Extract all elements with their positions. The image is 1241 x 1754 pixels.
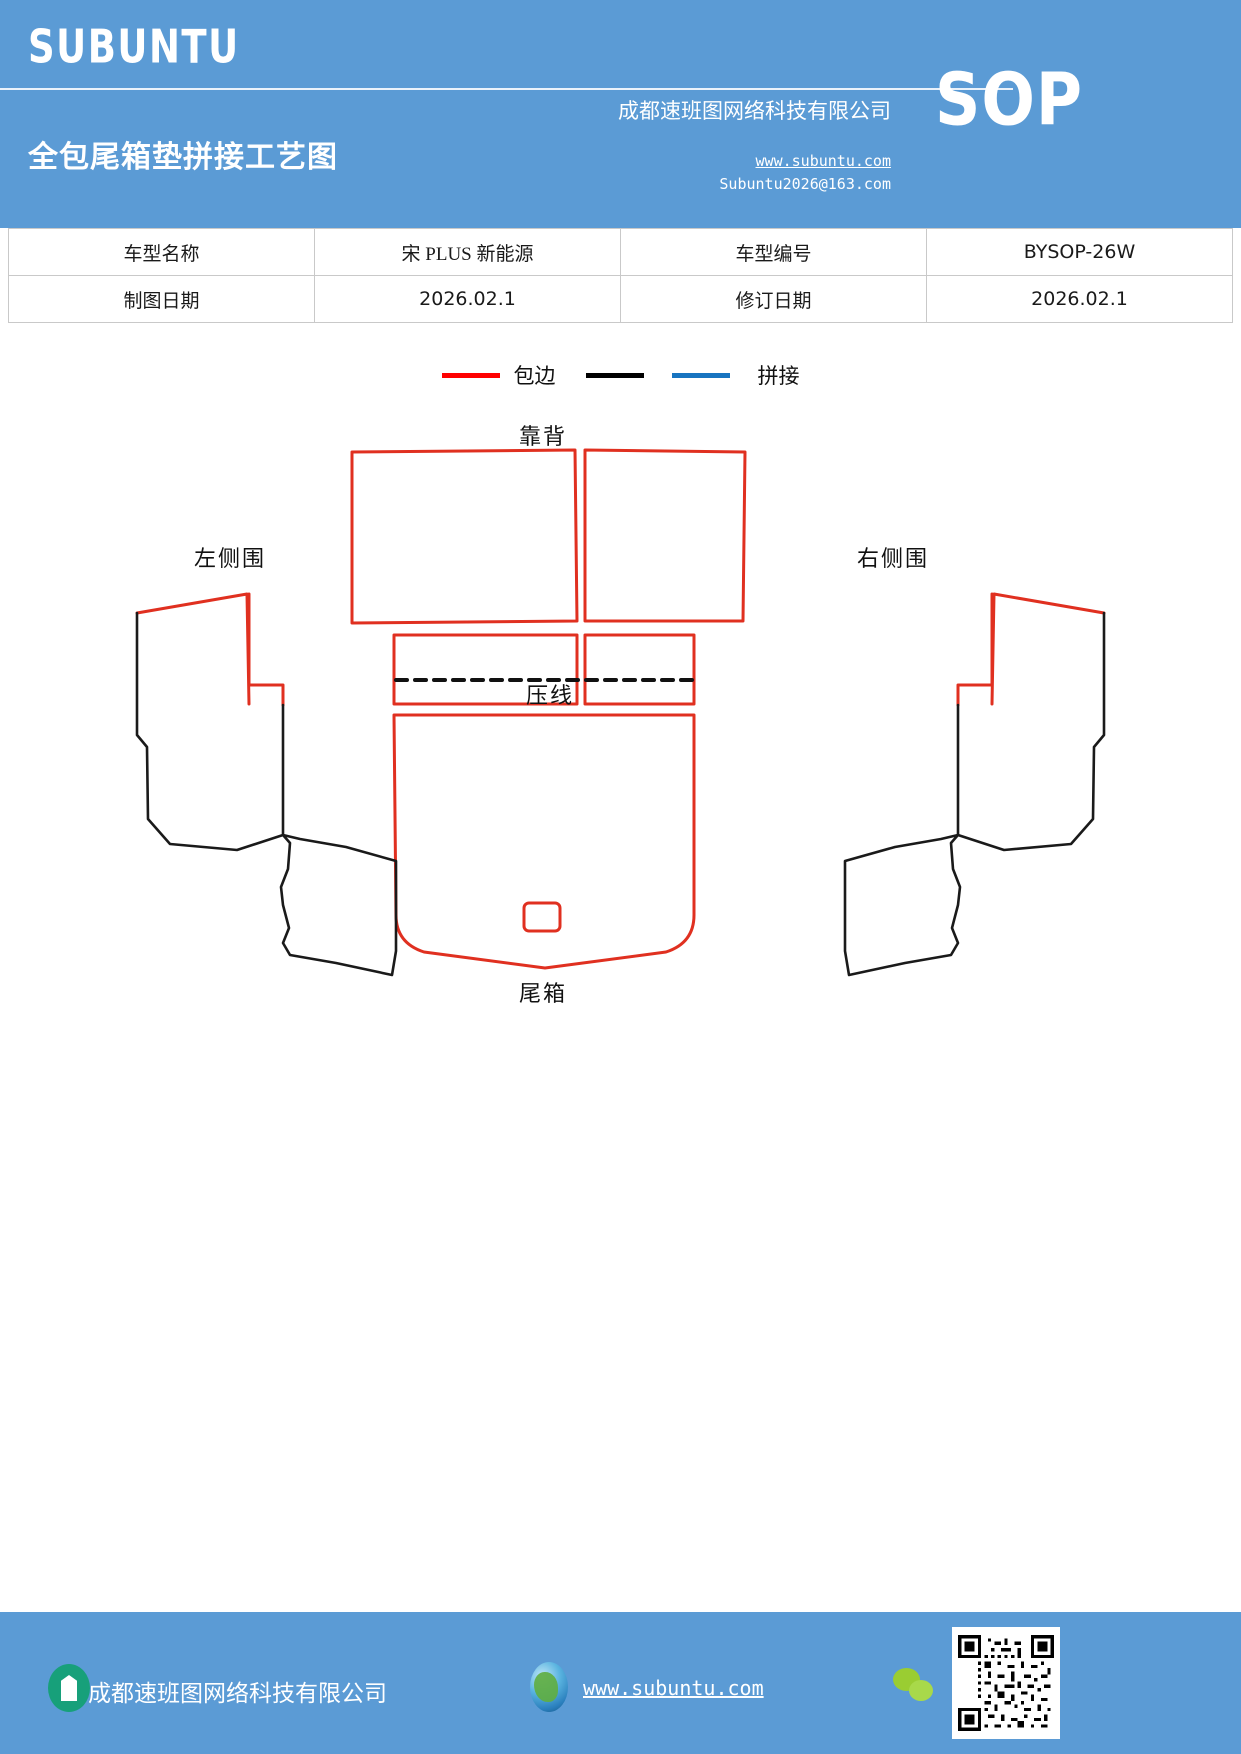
table-row: 车型名称 宋 PLUS 新能源 车型编号 BYSOP-26W: [8, 228, 1233, 276]
left-side-upper-black-body: [135, 611, 285, 852]
header-website-link[interactable]: www.subuntu.com: [755, 152, 891, 170]
crease-strip-right-panel: [583, 633, 696, 706]
cell-model-name-value: 宋 PLUS 新能源: [314, 228, 621, 276]
backrest-left-panel: [350, 448, 579, 625]
cell-revision-date-value: 2026.02.1: [926, 275, 1233, 323]
blue-line-swatch: [671, 372, 730, 378]
table-row: 制图日期 2026.02.1 修订日期 2026.02.1: [8, 275, 1233, 323]
left-center-upper-panel: [279, 833, 398, 977]
crease-strip-left-panel: [392, 633, 579, 706]
left-side-upper-red-contour: [135, 592, 251, 706]
wechat-icon: [893, 1668, 939, 1708]
trunk-main-panel: [392, 713, 696, 970]
left-side-upper-right-red: [247, 592, 285, 707]
legend-label-binding: 包边: [513, 364, 556, 388]
label-trunk: 尾箱: [519, 981, 568, 1006]
cell-model-name-label: 车型名称: [8, 228, 315, 276]
header-company-name: 成都速班图网络科技有限公司: [618, 99, 891, 123]
right-side-upper-black-body: [956, 611, 1106, 852]
right-side-upper-right-red: [956, 592, 994, 707]
legend-item-binding: 包边: [441, 360, 556, 390]
legend-label-seam: 拼接: [757, 364, 800, 388]
label-backrest: 靠背: [519, 424, 568, 449]
cell-revision-date-label: 修订日期: [620, 275, 927, 323]
trunk-cutout: [522, 901, 562, 933]
header-email: Subuntu2026@163.com: [719, 175, 891, 193]
diagram-svg: [135, 448, 1106, 977]
black-line-swatch: [585, 372, 644, 378]
right-center-upper-panel: [843, 833, 962, 977]
right-side-upper-red-contour: [990, 592, 1106, 706]
footer-website-link[interactable]: www.subuntu.com: [583, 1676, 764, 1700]
vehicle-info-table: 车型名称 宋 PLUS 新能源 车型编号 BYSOP-26W 制图日期 2026…: [8, 228, 1233, 323]
globe-icon: [530, 1662, 568, 1712]
footer-company-name: 成都速班图网络科技有限公司: [88, 1681, 387, 1706]
label-crease-line: 压线: [526, 683, 575, 708]
label-left-side: 左侧围: [194, 546, 267, 571]
cell-draw-date-value: 2026.02.1: [314, 275, 621, 323]
building-icon: [48, 1664, 90, 1712]
page-header: SUBUNTU 成都速班图网络科技有限公司 全包尾箱垫拼接工艺图 SOP www…: [0, 0, 1241, 228]
sop-badge: SOP: [935, 58, 1084, 142]
red-line-swatch: [441, 372, 500, 378]
backrest-right-panel: [583, 448, 747, 623]
page-title: 全包尾箱垫拼接工艺图: [28, 140, 338, 175]
page-footer: 成都速班图网络科技有限公司 www.subuntu.com: [0, 1612, 1241, 1754]
technical-diagram: 靠背 压线 尾箱 左侧围 右侧围: [0, 395, 1241, 1035]
legend: 包边 拼接: [0, 360, 1241, 390]
legend-item-seam: 拼接: [585, 360, 800, 390]
header-divider: [0, 88, 1013, 90]
cell-model-code-value: BYSOP-26W: [926, 228, 1233, 276]
cell-model-code-label: 车型编号: [620, 228, 927, 276]
label-right-side: 右侧围: [857, 546, 930, 571]
qr-code[interactable]: [952, 1627, 1060, 1739]
brand-logo: SUBUNTU: [28, 20, 240, 74]
cell-draw-date-label: 制图日期: [8, 275, 315, 323]
